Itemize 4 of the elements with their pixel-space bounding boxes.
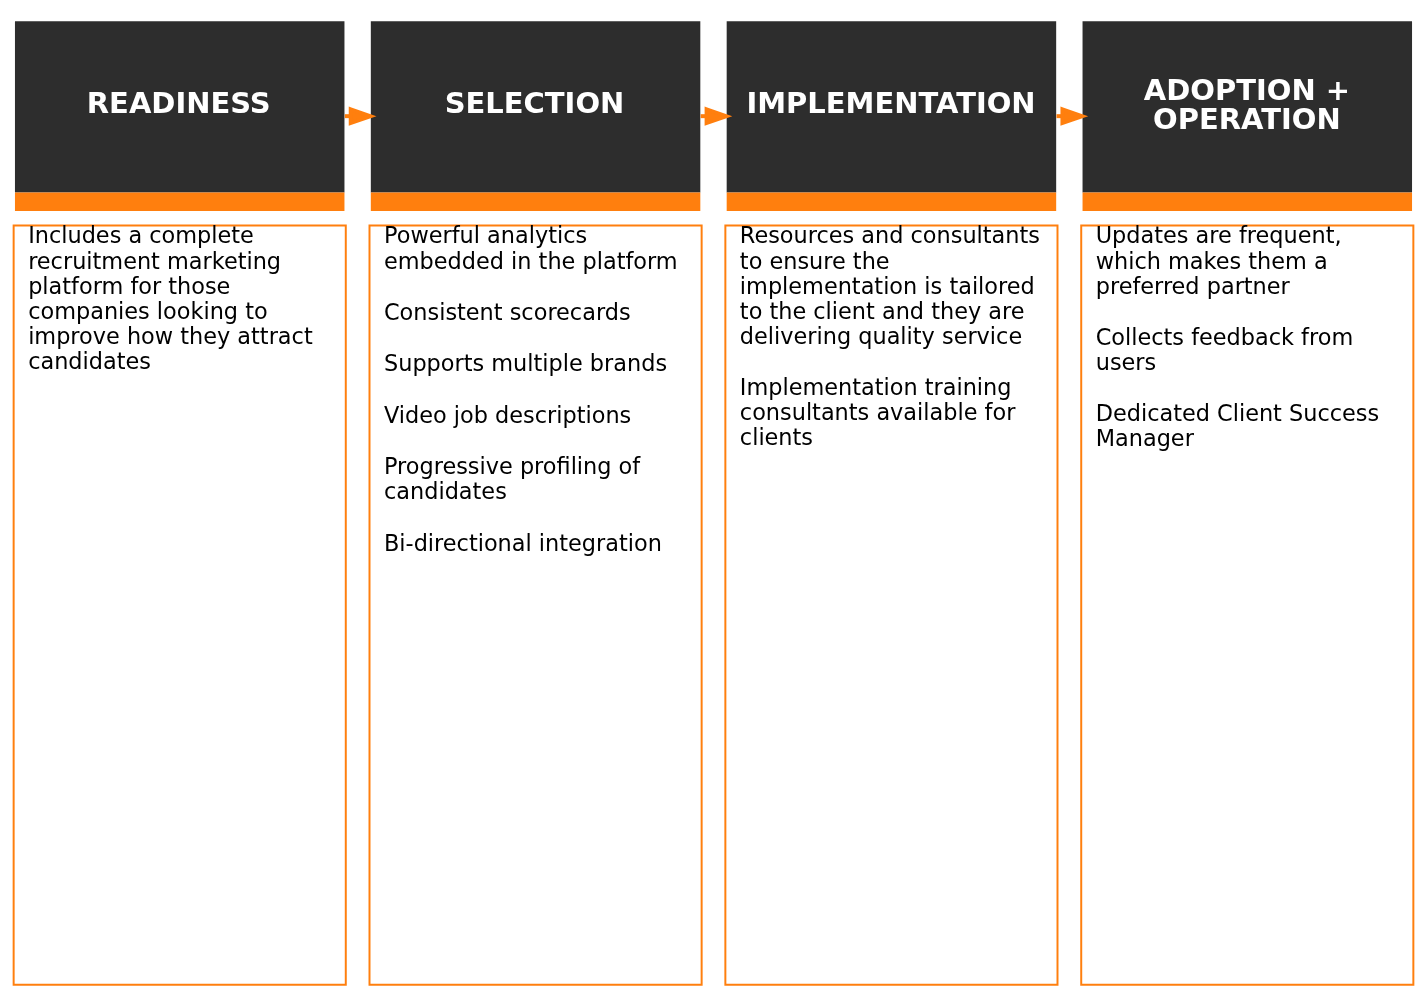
node-box: Updates are frequent, which makes them a preferred partner Collects feedback from users Dedicated Client Success Manager [1080, 224, 1415, 986]
node-box: Includes a complete recruitment marketing platform for those companies looking to improve how they attract candidates [12, 224, 347, 986]
node-box: Resources and consultants to ensure the implementation is tailored to the client and they are delivering quality service Implementation training consultants available for clients [724, 224, 1059, 986]
node-box: Powerful analytics embedded in the platform Consistent scorecards Supports multiple brands Video job descriptions Progressive profiling of candidates Bi-directional integration [368, 224, 703, 986]
